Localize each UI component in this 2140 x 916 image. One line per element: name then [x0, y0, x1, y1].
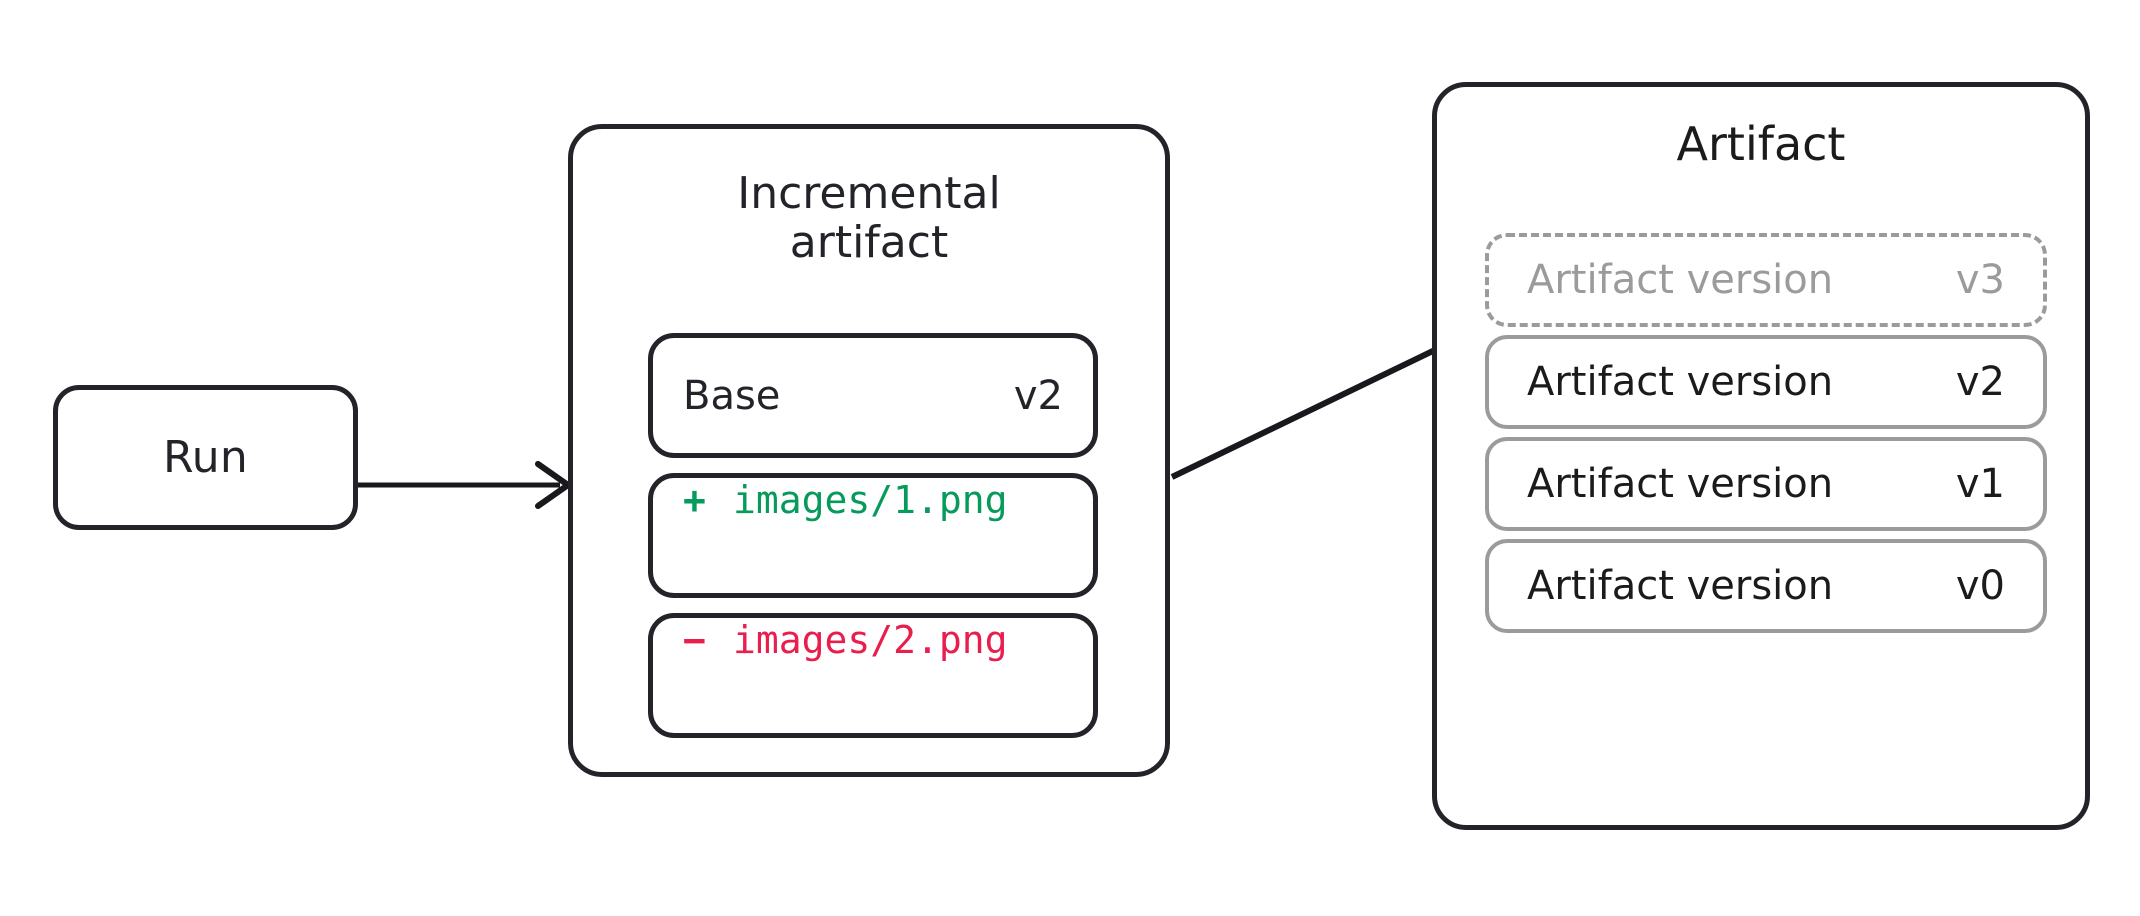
artifact-version-tag: v1	[1955, 461, 2005, 507]
artifact-version-tag: v3	[1955, 257, 2005, 303]
artifact-title: Artifact	[1676, 117, 1846, 171]
artifact-version-row-v3[interactable]: Artifact version v3	[1485, 233, 2047, 327]
artifact-version-label: Artifact version	[1527, 257, 1834, 303]
arrow-run-to-incremental	[358, 461, 571, 509]
base-version-tag: v2	[1013, 372, 1063, 419]
artifact-version-row-v2[interactable]: Artifact version v2	[1485, 335, 2047, 429]
plus-icon: +	[683, 478, 706, 522]
added-file-path: images/1.png	[733, 478, 1008, 522]
base-label: Base	[683, 372, 781, 419]
run-node[interactable]: Run	[53, 385, 358, 530]
incremental-row-removed[interactable]: − images/2.png	[648, 613, 1098, 738]
incremental-artifact-title: Incremental artifact	[737, 168, 1001, 269]
incremental-artifact-node[interactable]: Incremental artifact Base v2 + images/1.…	[568, 124, 1170, 777]
artifact-version-row-v0[interactable]: Artifact version v0	[1485, 539, 2047, 633]
incremental-row-base[interactable]: Base v2	[648, 333, 1098, 458]
minus-icon: −	[683, 618, 706, 662]
artifact-version-label: Artifact version	[1527, 461, 1834, 507]
artifact-version-tag: v0	[1955, 563, 2005, 609]
artifact-version-tag: v2	[1955, 359, 2005, 405]
artifact-node[interactable]: Artifact Artifact version v3 Artifact ve…	[1432, 82, 2090, 830]
removed-file-path: images/2.png	[733, 618, 1008, 662]
artifact-version-row-v1[interactable]: Artifact version v1	[1485, 437, 2047, 531]
artifact-version-label: Artifact version	[1527, 359, 1834, 405]
artifact-version-label: Artifact version	[1527, 563, 1834, 609]
incremental-row-added[interactable]: + images/1.png	[648, 473, 1098, 598]
run-label: Run	[163, 431, 248, 483]
